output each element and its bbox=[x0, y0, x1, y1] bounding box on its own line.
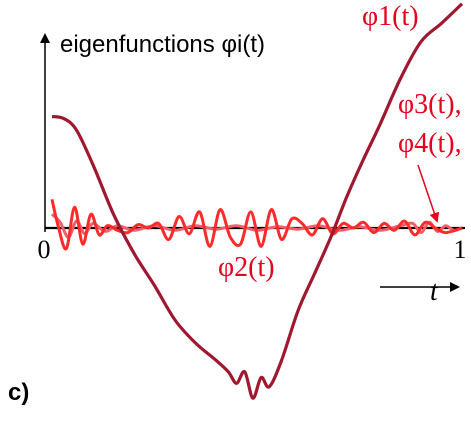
series-label-phi1: φ1(t) bbox=[362, 1, 419, 32]
series-label-phi4: φ4(t), bbox=[398, 128, 462, 159]
series-label-phi3: φ3(t), bbox=[398, 89, 462, 120]
series-line-phi2 bbox=[50, 198, 463, 251]
chart-title: eigenfunctions φi(t) bbox=[60, 31, 265, 58]
series-label-phi2: φ2(t) bbox=[218, 252, 275, 283]
series-line-phi1 bbox=[51, 2, 464, 400]
x-axis-label: t bbox=[430, 276, 439, 307]
x-tick-label-0: 0 bbox=[38, 235, 51, 264]
panel-label: c) bbox=[8, 379, 29, 406]
x-tick-label-1: 1 bbox=[454, 235, 467, 264]
label-pointer-arrow bbox=[417, 164, 440, 223]
